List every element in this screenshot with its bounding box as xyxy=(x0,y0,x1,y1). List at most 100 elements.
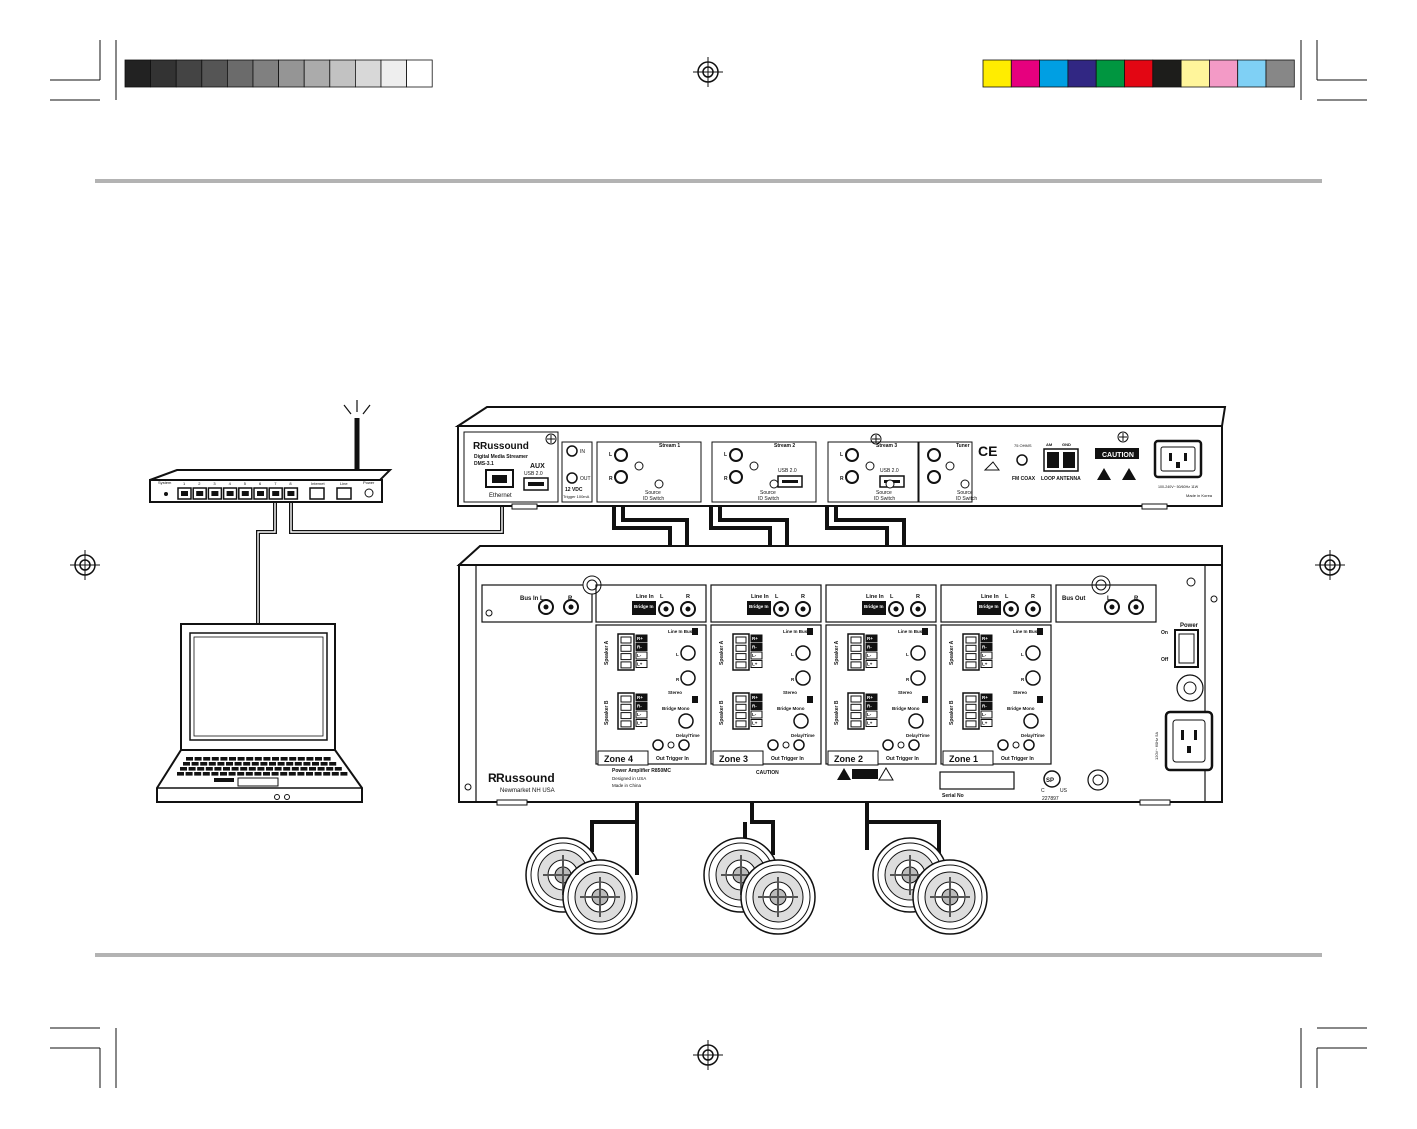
svg-text:12 VDC: 12 VDC xyxy=(565,487,583,493)
stream-1-label: Stream 1 xyxy=(659,443,680,449)
trigger-out-jack[interactable] xyxy=(566,472,578,484)
source-id-switch[interactable] xyxy=(885,479,895,489)
svg-text:L: L xyxy=(1107,596,1111,602)
trigger-in-jack[interactable] xyxy=(793,739,805,751)
line-bus-switch[interactable] xyxy=(1037,628,1043,635)
key xyxy=(203,757,211,761)
stereo-mono-switch[interactable] xyxy=(807,696,813,703)
delay-time-knob[interactable] xyxy=(1023,713,1039,729)
stream-2-l-jack[interactable] xyxy=(729,448,743,462)
delay-time-knob[interactable] xyxy=(908,713,924,729)
key xyxy=(272,757,279,761)
key xyxy=(188,767,196,771)
stream-2-r-jack[interactable] xyxy=(729,470,743,484)
svg-text:R: R xyxy=(1134,596,1139,602)
gain-knob-l[interactable] xyxy=(795,645,811,661)
terminal-label: L- xyxy=(982,653,987,658)
line-in-panel xyxy=(595,584,707,623)
trigger-out-jack[interactable] xyxy=(997,739,1009,751)
stream-1-r-jack[interactable] xyxy=(614,470,628,484)
key xyxy=(248,767,256,771)
key xyxy=(286,762,294,766)
gain-knob-r[interactable] xyxy=(680,670,696,686)
trigger-in-jack[interactable] xyxy=(1023,739,1035,751)
gain-knob-r[interactable] xyxy=(910,670,926,686)
svg-text:Bus Out: Bus Out xyxy=(1062,596,1085,602)
bridge-in-label: Bridge In xyxy=(634,604,654,609)
line-bus-switch[interactable] xyxy=(922,628,928,635)
terminal-label-box xyxy=(750,710,763,719)
laptop-touchpad[interactable] xyxy=(237,777,279,787)
svg-text:Designed in USA: Designed in USA xyxy=(612,776,646,781)
key xyxy=(223,767,230,771)
key xyxy=(200,762,208,766)
delay-time-knob[interactable] xyxy=(793,713,809,729)
speaker-a-label: Speaker A xyxy=(834,640,840,665)
trigger-in-jack[interactable] xyxy=(678,739,690,751)
terminal-label-box xyxy=(635,719,648,727)
l-label: L xyxy=(1005,594,1009,600)
gain-knob-l[interactable] xyxy=(910,645,926,661)
trigger-out-jack[interactable] xyxy=(767,739,779,751)
key xyxy=(237,757,245,761)
stream-1-l-jack[interactable] xyxy=(614,448,628,462)
knob-l-label: L xyxy=(791,652,794,657)
gain-knob-r[interactable] xyxy=(795,670,811,686)
trigger-out-jack[interactable] xyxy=(652,739,664,751)
stream-3-r-jack[interactable] xyxy=(845,470,859,484)
router-power-jack[interactable] xyxy=(364,488,374,498)
gain-knob-l[interactable] xyxy=(1025,645,1041,661)
source-id-switch[interactable] xyxy=(769,479,779,489)
svg-text:On: On xyxy=(1161,630,1168,636)
stream-3-l-jack[interactable] xyxy=(845,448,859,462)
trigger-in-jack[interactable] xyxy=(566,445,578,457)
line-bus-switch[interactable] xyxy=(692,628,698,635)
terminal-label-box xyxy=(865,719,878,727)
line-in-label: Line In xyxy=(636,594,654,600)
stream-panel xyxy=(596,441,702,503)
terminal-screw xyxy=(965,636,977,644)
terminal-label: R+ xyxy=(867,695,873,700)
key xyxy=(303,762,311,766)
speaker-bridge xyxy=(930,877,970,917)
ceiling-speaker xyxy=(525,837,601,913)
svg-text:SP: SP xyxy=(1046,778,1054,784)
fm-coax-jack[interactable] xyxy=(1016,454,1028,466)
key xyxy=(197,767,205,771)
stereo-mono-switch[interactable] xyxy=(922,696,928,703)
line-port[interactable] xyxy=(336,487,352,500)
source-id-switch[interactable] xyxy=(654,479,664,489)
speaker-a-label: Speaker A xyxy=(604,640,610,665)
stereo-mono-switch[interactable] xyxy=(1037,696,1043,703)
bridge-in-badge xyxy=(977,601,1001,615)
id-switch-label: ID Switch xyxy=(874,496,895,502)
trigger-in-jack[interactable] xyxy=(908,739,920,751)
lan-port-socket xyxy=(196,491,204,496)
line-bus-switch[interactable] xyxy=(807,628,813,635)
terminal-label-box xyxy=(635,651,648,660)
jack-center xyxy=(915,606,921,612)
key xyxy=(263,772,270,776)
zone-label-box xyxy=(712,750,764,766)
key xyxy=(214,767,222,771)
system-led xyxy=(164,492,168,496)
terminal-screw xyxy=(965,644,977,652)
gain-knob-r[interactable] xyxy=(1025,670,1041,686)
terminal-label-box xyxy=(980,634,993,643)
stereo-mono-switch[interactable] xyxy=(692,696,698,703)
terminal-screw xyxy=(850,644,862,652)
svg-text:R: R xyxy=(488,771,497,785)
key xyxy=(320,762,328,766)
source-id-label: Source xyxy=(645,490,661,496)
terminal-label: L- xyxy=(752,653,757,658)
trigger-out-jack[interactable] xyxy=(882,739,894,751)
key xyxy=(274,767,282,771)
gain-knob-l[interactable] xyxy=(680,645,696,661)
terminal-label-box xyxy=(635,702,648,710)
tuner-r-jack[interactable] xyxy=(927,470,941,484)
delay-time-knob[interactable] xyxy=(678,713,694,729)
bridge-mono-label: Bridge Mono xyxy=(1007,706,1035,711)
internet-port[interactable] xyxy=(309,487,325,500)
key xyxy=(323,772,331,776)
tuner-l-jack[interactable] xyxy=(927,448,941,462)
